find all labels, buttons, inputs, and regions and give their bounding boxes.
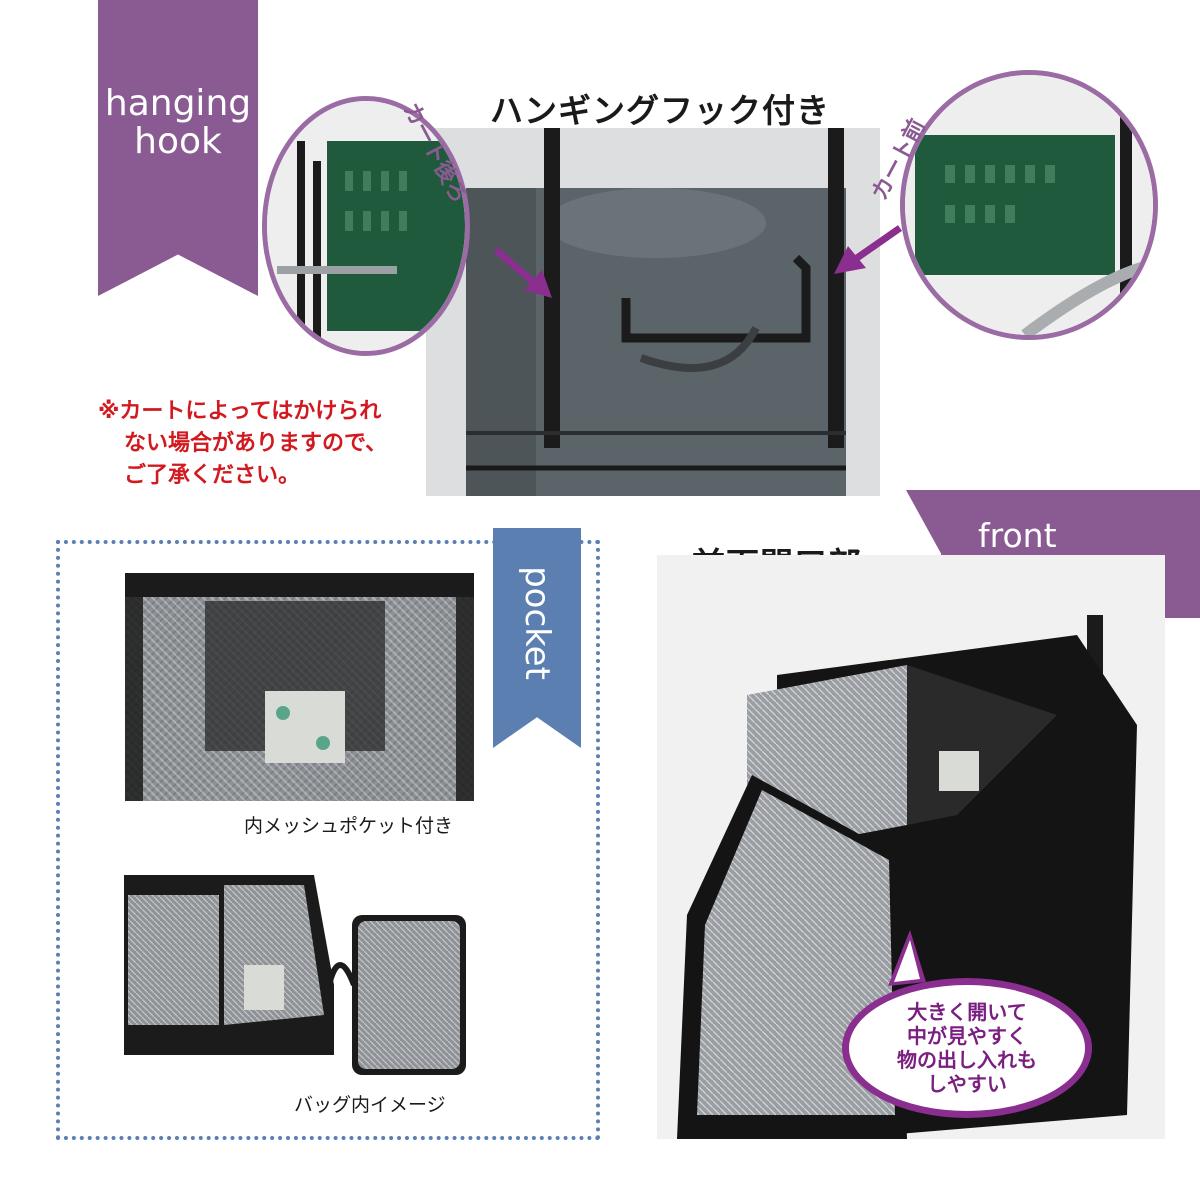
bag-interior-photo [124,855,476,1083]
note-line2: ない場合がありますので、 [124,430,388,456]
hanging-hook-ribbon-line1: hanging [104,83,252,125]
pocket-ribbon-label: pocket [517,566,557,680]
pocket-dotted-frame [56,540,600,1140]
mesh-pocket-illustration [125,573,474,801]
gray-bag-illustration [426,128,880,496]
green-basket-rear-illustration [267,101,465,351]
speech-bubble-text: 大きく開いて 中が見やすく 物の出し入れも しやすい [897,1000,1037,1096]
hanging-hook-photo [426,128,880,496]
hanging-hook-ribbon: hanging hook [98,0,258,296]
green-basket-front-illustration [905,75,1153,335]
cart-rear-circle-photo [262,96,470,356]
hanging-hook-ribbon-line2: hook [134,121,222,162]
front-opening-speech-bubble: 大きく開いて 中が見やすく 物の出し入れも しやすい [842,978,1092,1118]
speech-bubble-tail-icon [888,930,926,986]
speech-bubble-inner: 大きく開いて 中が見やすく 物の出し入れも しやすい [849,985,1085,1111]
arrow-left-icon [834,225,902,274]
cart-compatibility-note: ※カートによってはかけられ ない場合がありますので、 ご了承ください。 [98,396,428,492]
bag-interior-illustration [124,855,476,1083]
inner-mesh-pocket-photo [125,573,474,801]
note-line1: ※カートによってはかけられ [98,399,382,424]
note-line3: ご了承ください。 [124,462,301,488]
front-opening-ribbon-line1: front [978,516,1057,556]
mesh-pocket-caption: 内メッシュポケット付き [244,815,454,837]
pocket-ribbon: pocket [493,528,581,748]
arrow-right-icon [493,247,552,298]
bag-interior-caption: バッグ内イメージ [294,1094,446,1116]
hanging-hook-heading: ハンギングフック付き [490,91,830,130]
cart-front-circle-photo [900,70,1158,340]
